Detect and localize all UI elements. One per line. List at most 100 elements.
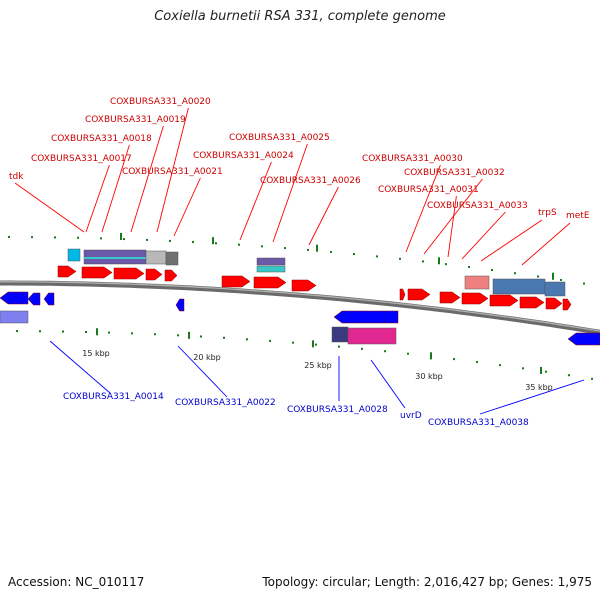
tick-mark [384, 350, 386, 353]
tick-mark [491, 269, 493, 272]
tick-mark [545, 370, 547, 373]
major-tick-mark [96, 328, 98, 336]
tick-mark [330, 250, 332, 253]
tick-mark [269, 339, 271, 342]
genome-backbone [0, 280, 600, 335]
forward-gene-label: COXBURSA331_A0018 [51, 134, 152, 144]
accession-text: Accession: NC_010117 [8, 575, 145, 589]
reverse-gene-arrow [0, 291, 29, 305]
forward-gene-label: trpS [538, 208, 557, 218]
feature-stripe [84, 257, 146, 259]
tick-mark [177, 334, 179, 337]
feature-block [0, 310, 29, 324]
major-tick-mark [438, 257, 440, 265]
feature-block [464, 275, 490, 290]
forward-gene-arrow [399, 288, 406, 301]
feature-block [256, 265, 286, 273]
reverse-callout-line [49, 340, 111, 394]
scale-label: 30 kbp [415, 372, 443, 381]
major-tick-mark [212, 237, 214, 245]
map-title: Coxiella burnetii RSA 331, complete geno… [154, 9, 446, 24]
scale-label: 35 kbp [525, 383, 553, 392]
tick-mark [292, 341, 294, 344]
forward-gene-arrow [221, 275, 251, 288]
forward-gene-label: COXBURSA331_A0017 [31, 154, 132, 164]
major-tick-mark [316, 244, 318, 252]
forward-gene-label: COXBURSA331_A0033 [427, 201, 528, 211]
tick-mark [8, 236, 10, 239]
tick-mark [77, 236, 79, 239]
forward-gene-arrow [489, 294, 519, 307]
major-tick-mark [120, 232, 122, 240]
forward-gene-arrow [407, 288, 431, 301]
tick-mark [476, 361, 478, 364]
forward-gene-label: COXBURSA331_A0026 [260, 176, 361, 186]
reverse-gene-label: COXBURSA331_A0038 [428, 418, 529, 428]
forward-gene-arrow [253, 276, 287, 289]
forward-gene-arrow [461, 292, 489, 305]
forward-callout-line [130, 125, 164, 233]
forward-gene-arrow [113, 267, 145, 280]
feature-block [544, 281, 566, 297]
tick-mark [16, 330, 18, 333]
forward-gene-arrow [81, 266, 113, 279]
feature-block [347, 327, 397, 345]
tick-mark [100, 237, 102, 240]
tick-mark [338, 345, 340, 348]
major-tick-mark [312, 340, 314, 348]
reverse-callout-line [177, 345, 228, 398]
tick-mark [315, 343, 317, 346]
tick-mark [591, 377, 593, 380]
major-tick-mark [188, 331, 190, 339]
tick-mark [246, 338, 248, 341]
forward-gene-label: COXBURSA331_A0030 [362, 154, 463, 164]
forward-gene-label: COXBURSA331_A0031 [378, 185, 479, 195]
feature-block [67, 248, 81, 262]
forward-callout-line [521, 222, 571, 266]
scale-label: 25 kbp [304, 361, 332, 370]
forward-gene-label: COXBURSA331_A0021 [122, 167, 223, 177]
tick-mark [407, 352, 409, 355]
tick-mark [123, 238, 125, 241]
forward-gene-label: COXBURSA331_A0025 [229, 133, 330, 143]
tick-mark [238, 243, 240, 246]
tick-mark [307, 248, 309, 251]
reverse-gene-label: uvrD [400, 411, 422, 421]
tick-mark [560, 278, 562, 281]
forward-callout-line [101, 144, 130, 233]
tick-mark [468, 266, 470, 269]
forward-callout-line [308, 186, 339, 246]
scale-label: 20 kbp [193, 353, 221, 362]
tick-mark [422, 260, 424, 263]
reverse-gene-label: COXBURSA331_A0014 [63, 392, 164, 402]
reverse-callout-line [479, 379, 585, 415]
scale-label: 15 kbp [82, 349, 110, 358]
feature-block [331, 326, 349, 343]
major-tick-mark [552, 272, 554, 280]
tick-mark [261, 245, 263, 248]
feature-block [165, 251, 179, 266]
feature-block [145, 250, 167, 265]
tick-mark [200, 335, 202, 338]
reverse-gene-arrow [567, 332, 600, 346]
feature-block [492, 278, 546, 295]
tick-mark [499, 364, 501, 367]
forward-callout-line [239, 161, 272, 241]
forward-callout-line [85, 164, 110, 233]
tick-mark [215, 242, 217, 245]
forward-gene-label: metE [566, 211, 590, 221]
topology-text: Topology: circular; Length: 2,016,427 bp… [262, 575, 592, 589]
tick-mark [353, 253, 355, 256]
forward-callout-line [447, 195, 457, 258]
tick-mark [537, 275, 539, 278]
forward-callout-line [405, 164, 441, 253]
tick-mark [108, 331, 110, 334]
forward-callout-line [480, 219, 543, 262]
tick-mark [284, 247, 286, 250]
tick-mark [568, 374, 570, 377]
forward-gene-arrow [145, 268, 163, 281]
tick-mark [445, 263, 447, 266]
forward-gene-arrow [519, 296, 545, 309]
